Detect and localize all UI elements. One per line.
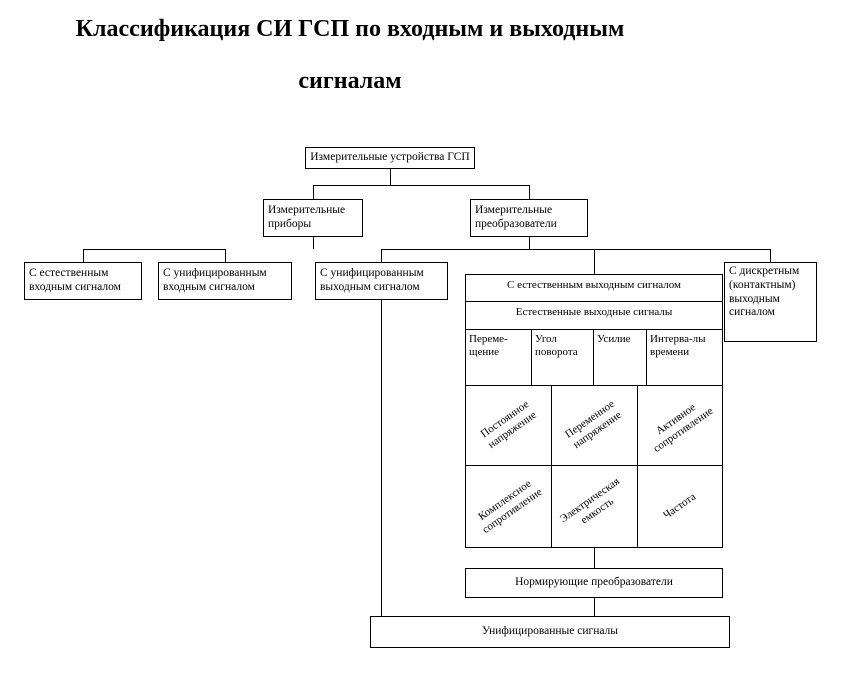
node-transducers: Измерительные преобразователи <box>470 199 588 237</box>
cell-complex-impedance: Комплексное сопротивление <box>475 478 545 537</box>
cell-active-resistance: Активное сопротивление <box>651 401 716 456</box>
cell-ac-voltage: Переменное напряжение <box>563 398 625 452</box>
node-instruments: Измерительные приборы <box>263 199 363 237</box>
cell-force: Усилие <box>593 330 646 385</box>
node-discrete-output: С дискретным (контактным) выходным сигна… <box>724 262 817 342</box>
connector-level1 <box>313 185 529 186</box>
connector-instruments-down <box>313 237 314 249</box>
table-row-electrical-1: Постоянное напряжение Переменное напряже… <box>466 385 722 465</box>
connector-normalizing-to-unified-signals <box>594 598 595 616</box>
node-natural-input: С естественным входным сигналом <box>24 262 142 300</box>
cell-displacement: Переме-щение <box>469 333 508 359</box>
connector-to-natural-input <box>83 249 84 262</box>
node-normalizing: Нормирующие преобразователи <box>465 568 723 598</box>
cell-time-intervals: Интерва-лы времени <box>646 330 722 385</box>
cell-frequency: Частота <box>660 490 698 522</box>
table-subheader: Естественные выходные сигналы <box>466 301 722 329</box>
page-title-line1: Классификация СИ ГСП по входным и выходн… <box>75 16 625 42</box>
connector-to-transducers <box>529 185 530 199</box>
connector-to-unified-input <box>225 249 226 262</box>
connector-level2-right <box>381 249 770 250</box>
cell-ac-voltage-wrap: Переменное напряжение <box>551 386 636 465</box>
connector-to-natural-output-table <box>594 249 595 274</box>
natural-output-table: С естественным выходным сигналом Естеств… <box>465 274 723 548</box>
cell-capacitance: Электрическая емкость <box>558 475 623 527</box>
connector-to-instruments <box>313 185 314 199</box>
connector-level2-left <box>83 249 225 250</box>
node-root: Измерительные устройства ГСП <box>305 147 475 169</box>
cell-dc-voltage: Постоянное напряжение <box>478 398 539 452</box>
node-unified-signals: Унифицированные сигналы <box>370 616 730 648</box>
node-unified-output: С унифицированным выходным сигналом <box>315 262 448 300</box>
table-header: С естественным выходным сигналом <box>507 279 681 291</box>
cell-active-resistance-wrap: Активное сопротивление <box>636 386 722 465</box>
connector-transducers-down <box>529 237 530 249</box>
cell-dc-voltage-wrap: Постоянное напряжение <box>466 386 551 465</box>
node-unified-input: С унифицированным входным сигналом <box>158 262 292 300</box>
table-row-electrical-2: Комплексное сопротивление Электрическая … <box>466 465 722 547</box>
table-row-mechanical: Переме-щение Угол поворота Усилие Интерв… <box>466 329 722 385</box>
cell-complex-impedance-wrap: Комплексное сопротивление <box>466 466 551 547</box>
connector-to-unified-output <box>381 249 382 262</box>
connector-to-discrete-output <box>770 249 771 262</box>
cell-frequency-wrap: Частота <box>636 466 722 547</box>
connector-table-to-normalizing <box>594 546 595 568</box>
connector-unified-output-to-unified-signals <box>381 300 382 616</box>
cell-capacitance-wrap: Электрическая емкость <box>551 466 636 547</box>
page-title-line2: сигналам <box>298 68 402 94</box>
cell-rotation-angle: Угол поворота <box>531 330 593 385</box>
connector-root-down <box>390 169 391 185</box>
